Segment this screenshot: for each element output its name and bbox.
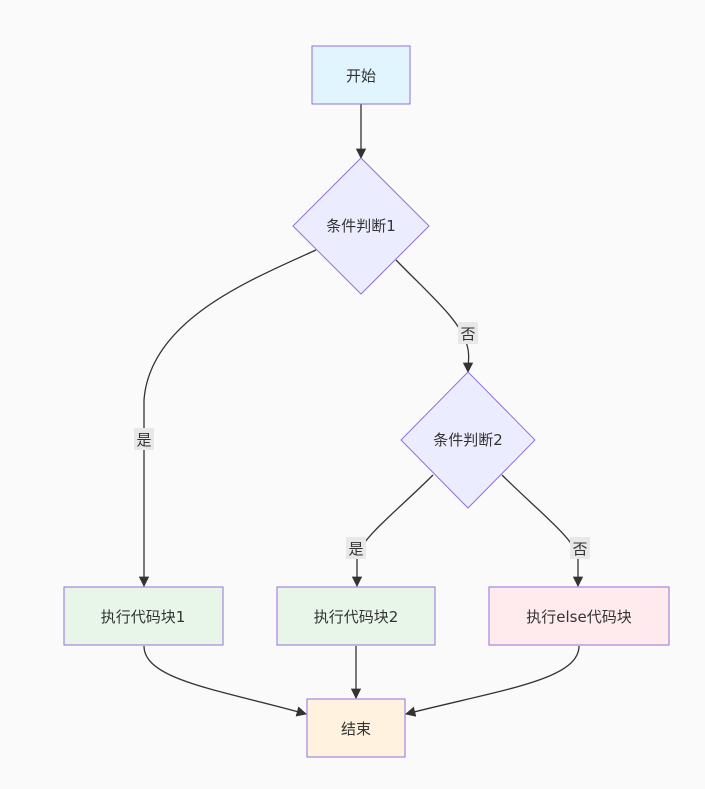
svg-text:否: 否 bbox=[572, 540, 587, 558]
node-cond2: 条件判断2 bbox=[400, 371, 536, 509]
edge-block1-end bbox=[143, 645, 308, 717]
svg-text:开始: 开始 bbox=[346, 67, 376, 85]
edge-blockelse-end bbox=[404, 645, 580, 717]
svg-text:否: 否 bbox=[460, 325, 475, 343]
edge-label-cond2-yes: 是 bbox=[346, 537, 366, 559]
edge-label-cond1-no: 否 bbox=[458, 322, 478, 344]
svg-text:条件判断1: 条件判断1 bbox=[326, 217, 396, 235]
edge-cond2-blockelse bbox=[501, 474, 584, 588]
node-block2: 执行代码块2 bbox=[276, 586, 436, 646]
edge-label-cond1-yes: 是 bbox=[134, 428, 154, 450]
edge-label-cond2-no: 否 bbox=[570, 537, 590, 559]
node-block1: 执行代码块1 bbox=[63, 586, 224, 646]
edge-cond1-cond2 bbox=[395, 259, 474, 374]
node-cond1: 条件判断1 bbox=[292, 157, 430, 295]
node-end: 结束 bbox=[306, 698, 406, 758]
svg-text:条件判断2: 条件判断2 bbox=[433, 431, 503, 449]
svg-text:执行代码块2: 执行代码块2 bbox=[314, 608, 399, 626]
svg-text:执行else代码块: 执行else代码块 bbox=[526, 608, 631, 626]
node-start: 开始 bbox=[311, 45, 411, 105]
edge-cond1-block1 bbox=[138, 249, 317, 588]
svg-text:是: 是 bbox=[348, 540, 363, 558]
svg-text:执行代码块1: 执行代码块1 bbox=[101, 608, 186, 626]
svg-text:结束: 结束 bbox=[341, 720, 371, 738]
svg-text:是: 是 bbox=[136, 431, 151, 449]
node-block-else: 执行else代码块 bbox=[488, 586, 670, 646]
edge-cond2-block2 bbox=[351, 474, 434, 588]
